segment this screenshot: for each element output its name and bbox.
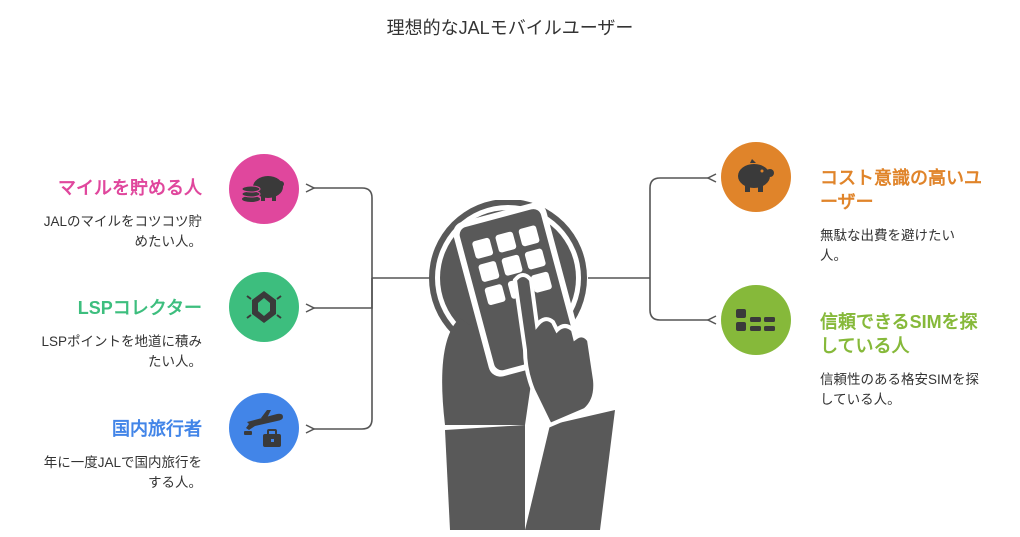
- airplane-briefcase-icon: [244, 410, 283, 447]
- blue-icon-circle: [229, 393, 299, 463]
- left-item-1-head: LSPコレクター: [77, 298, 202, 318]
- right-item-0-desc: 無駄な出費を避けたい人。: [820, 228, 955, 263]
- left-branch-bottom: [314, 278, 373, 429]
- left-item-2-head: 国内旅行者: [112, 419, 202, 439]
- right-item-1-head: 信頼できるSIMを探している人: [820, 312, 978, 356]
- left-branch-top: [314, 188, 373, 278]
- left-item-2-desc: 年に一度JALで国内旅行をする人。: [43, 455, 202, 490]
- right-branch-bottom: [649, 278, 708, 320]
- left-item-0-head: マイルを貯める人: [58, 178, 202, 198]
- lime-icon-circle: [721, 285, 791, 355]
- right-item-0-head: コスト意識の高いユーザー: [820, 168, 982, 212]
- pink-icon-circle: [229, 154, 299, 224]
- right-branch-top: [649, 178, 708, 278]
- right-item-1-desc: 信頼性のある格安SIMを探している人。: [820, 372, 980, 407]
- green-icon-circle: [229, 272, 299, 342]
- gem-icon: [246, 291, 282, 323]
- sim-card-icon: [736, 309, 775, 331]
- piggy-bank-coins-icon: [241, 176, 284, 202]
- left-item-1-desc: LSPポイントを地道に積みたい人。: [41, 334, 202, 369]
- piggy-bank-icon: [738, 159, 774, 192]
- left-branch-mid: [314, 278, 373, 308]
- hand-phone-illustration: [429, 200, 615, 530]
- left-item-0-desc: JALのマイルをコツコツ貯めたい人。: [43, 214, 202, 249]
- orange-icon-circle: [721, 142, 791, 212]
- diagram-title: 理想的なJALモバイルユーザー: [386, 18, 634, 38]
